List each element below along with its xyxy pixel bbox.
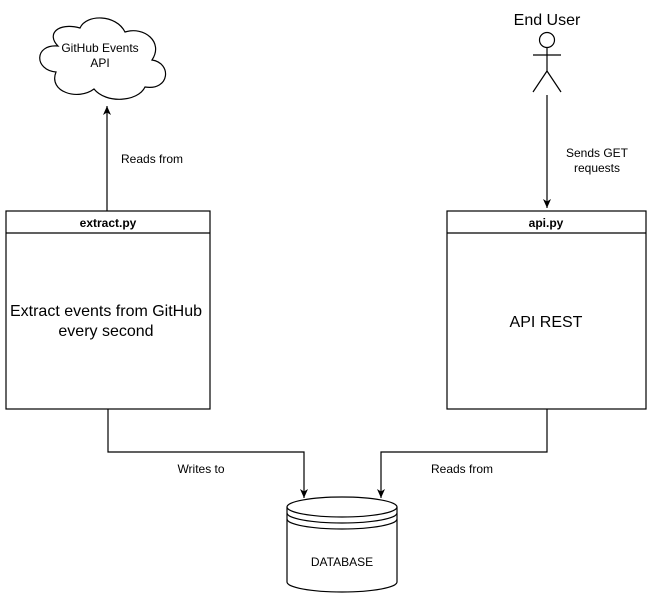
actor-label: End User bbox=[514, 12, 581, 29]
database-label: DATABASE bbox=[311, 555, 373, 569]
cloud-label-line1: GitHub Events bbox=[61, 41, 138, 55]
edge-extract-to-database: Writes to bbox=[107, 409, 308, 498]
box-frame bbox=[5, 210, 211, 410]
edge-label-sends-get-line2: requests bbox=[574, 161, 620, 175]
github-events-api-cloud: GitHub Events API bbox=[39, 17, 167, 100]
box-body-line1: Extract events from GitHub bbox=[10, 303, 202, 320]
cylinder-band-2 bbox=[286, 518, 398, 530]
edge-line bbox=[107, 409, 308, 498]
actor-left-leg bbox=[532, 70, 548, 93]
box-title: api.py bbox=[529, 216, 564, 230]
cylinder-band-1 bbox=[286, 512, 398, 524]
box-body: API REST bbox=[510, 314, 583, 331]
edge-label-reads-from-github: Reads from bbox=[121, 152, 183, 166]
edge-label-sends-get-line1: Sends GET bbox=[566, 146, 629, 160]
end-user-actor: End User bbox=[514, 12, 581, 93]
edge-label-writes-to: Writes to bbox=[177, 462, 224, 476]
box-body-line2: every second bbox=[58, 323, 153, 340]
api-py-box: api.py API REST bbox=[446, 210, 647, 410]
cloud-label-line2: API bbox=[90, 56, 109, 70]
actor-right-leg bbox=[546, 70, 562, 93]
box-frame bbox=[446, 210, 647, 410]
database-cylinder: DATABASE bbox=[286, 496, 398, 593]
edge-user-to-api: Sends GET requests bbox=[543, 95, 629, 208]
edge-label-reads-from-db: Reads from bbox=[431, 462, 493, 476]
edge-line bbox=[377, 409, 548, 498]
edge-api-to-database: Reads from bbox=[377, 409, 548, 498]
box-title: extract.py bbox=[80, 216, 137, 230]
cloud-shape bbox=[39, 17, 167, 100]
edge-extract-to-cloud: Reads from bbox=[103, 106, 183, 211]
cylinder-top bbox=[286, 496, 398, 518]
actor-head bbox=[538, 31, 556, 49]
extract-py-box: extract.py Extract events from GitHub ev… bbox=[5, 210, 211, 410]
